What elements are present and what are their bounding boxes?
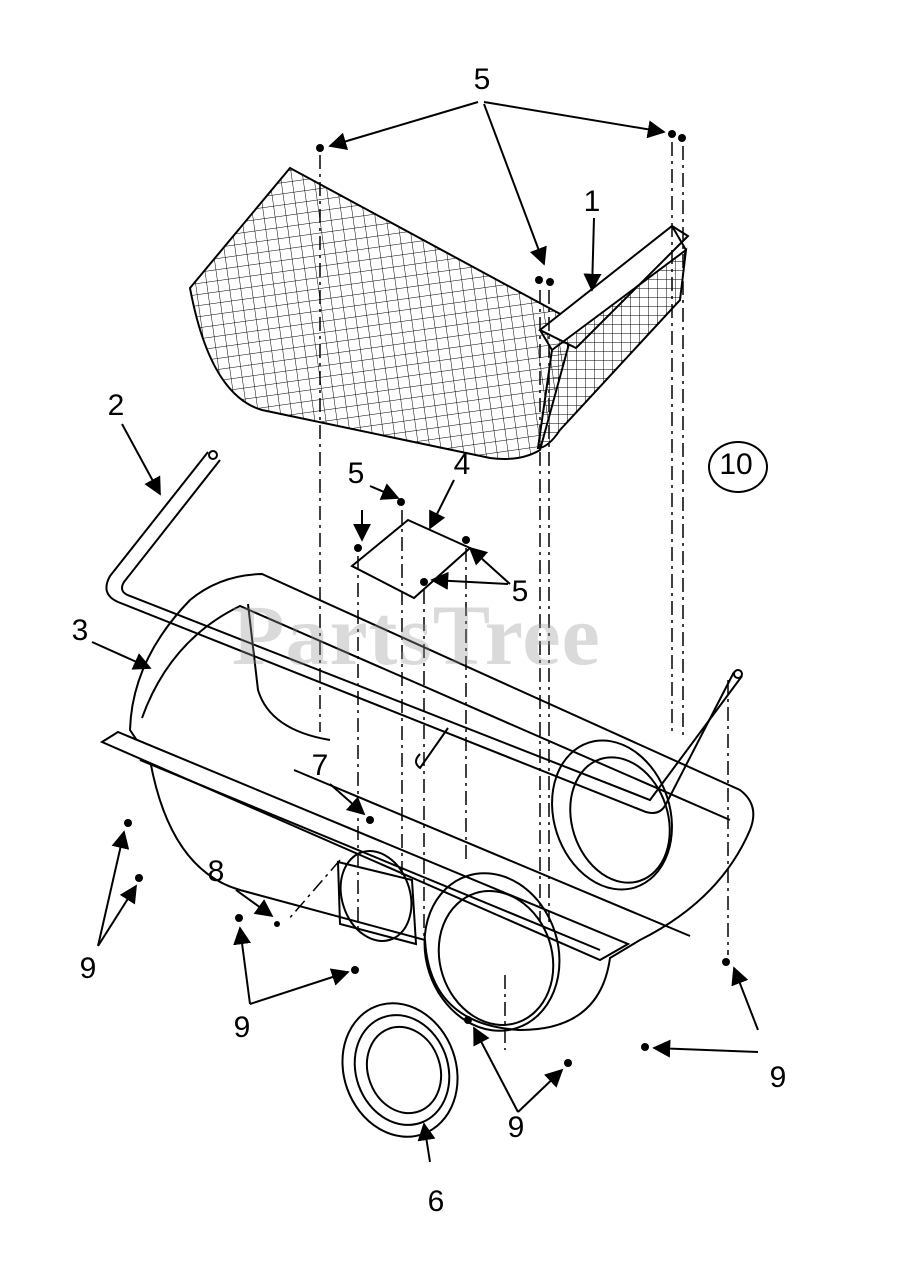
callout-9-right: 9 xyxy=(769,1061,787,1094)
handle-bar xyxy=(105,450,743,814)
callout-2: 2 xyxy=(107,389,125,422)
callout-3: 3 xyxy=(71,614,89,647)
callout-5-mid-right: 5 xyxy=(511,575,529,608)
callout-4: 4 xyxy=(453,448,471,481)
callout-9-center: 9 xyxy=(233,1011,251,1044)
callout-8: 8 xyxy=(207,855,225,888)
spreader-hopper xyxy=(99,572,755,1032)
leader-arrows xyxy=(91,101,759,1163)
callout-5-top: 5 xyxy=(473,63,491,96)
callout-1: 1 xyxy=(583,185,601,218)
screen-assembly xyxy=(188,166,690,460)
callout-6: 6 xyxy=(427,1185,445,1218)
callout-10: 10 xyxy=(719,448,753,481)
alignment-lines xyxy=(287,142,729,1050)
callout-9-bottom: 9 xyxy=(507,1111,525,1144)
callout-5-mid-left: 5 xyxy=(347,457,365,490)
callout-7: 7 xyxy=(311,749,329,782)
reference-circle xyxy=(708,441,768,493)
fasteners xyxy=(124,130,730,1067)
watermark: PartsTree xyxy=(232,587,601,683)
callout-9-left: 9 xyxy=(79,952,97,985)
